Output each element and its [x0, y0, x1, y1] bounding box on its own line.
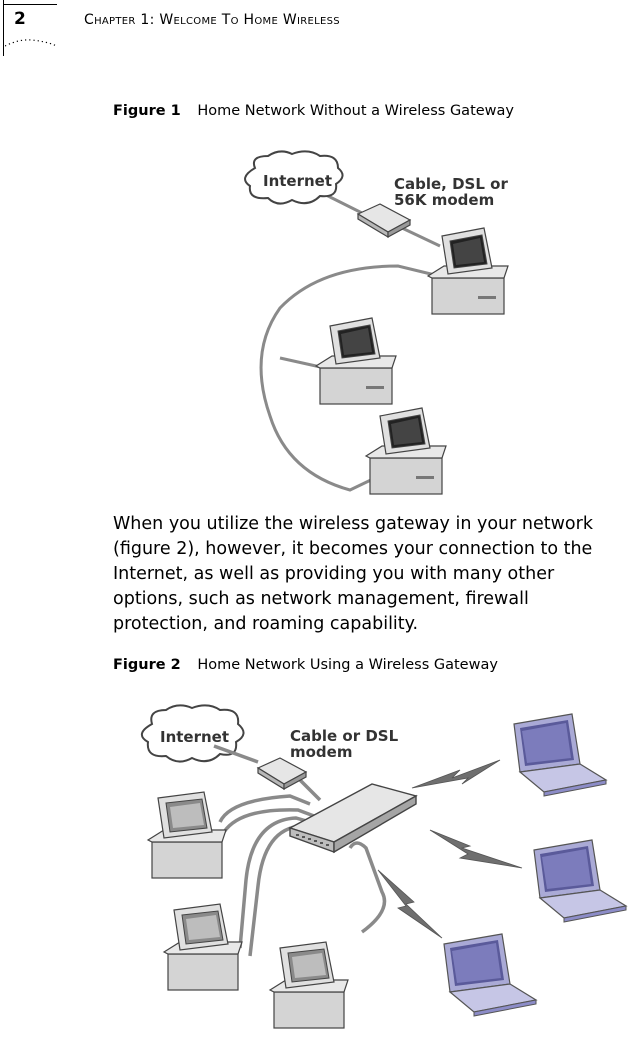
- chapter-title-text: Chapter 1: Welcome To Home Wireless: [84, 12, 340, 28]
- figure-2-label: Figure 2: [113, 657, 181, 673]
- desktop-computer-icon: [162, 903, 243, 991]
- desktop-computer-icon: [268, 941, 349, 1029]
- wireless-gateway-icon: [288, 783, 418, 854]
- wireless-signal-icon: [377, 869, 443, 939]
- desktop-computer-icon: [146, 791, 227, 879]
- figure-1-caption: Figure 1 Home Network Without a Wireless…: [113, 103, 514, 119]
- internet-label: Internet: [160, 728, 229, 746]
- figure-1-label: Figure 1: [113, 103, 181, 119]
- wireless-signal-icon: [411, 759, 501, 789]
- wireless-signal-icon: [429, 829, 523, 869]
- body-paragraph: When you utilize the wireless gateway in…: [113, 514, 593, 634]
- internet-cloud-icon: [244, 150, 344, 205]
- desktop-computer-icon: [314, 317, 397, 405]
- figure-2-title: Home Network Using a Wireless Gateway: [197, 657, 498, 673]
- modem-icon: [356, 203, 412, 239]
- modem-label-line1: Cable or DSL: [290, 727, 399, 745]
- header-rule: [3, 0, 4, 56]
- internet-label: Internet: [263, 172, 332, 190]
- figure-2-caption: Figure 2 Home Network Using a Wireless G…: [113, 657, 498, 673]
- laptop-icon: [533, 839, 628, 923]
- modem-label-line2: 56K modem: [394, 191, 494, 209]
- modem-label-line1: Cable, DSL or: [394, 175, 508, 193]
- page-number: 2: [14, 9, 26, 29]
- figure-1-diagram: Internet Cable, DSL or 56K modem: [244, 150, 509, 495]
- modem-icon: [256, 757, 308, 791]
- laptop-icon: [443, 933, 538, 1017]
- figure-2-diagram: Internet Cable or DSL modem: [141, 704, 628, 1029]
- modem-label-line2: modem: [290, 743, 352, 761]
- header-dotted-rule: [5, 39, 57, 47]
- header-rule: [3, 4, 57, 5]
- desktop-computer-icon: [426, 227, 509, 315]
- laptop-icon: [513, 713, 608, 797]
- page-header: 2 Chapter 1: Welcome To Home Wireless: [0, 0, 630, 60]
- desktop-computer-icon: [364, 407, 447, 495]
- figure-1-title: Home Network Without a Wireless Gateway: [197, 103, 514, 119]
- chapter-title: Chapter 1: Welcome To Home Wireless: [84, 12, 340, 28]
